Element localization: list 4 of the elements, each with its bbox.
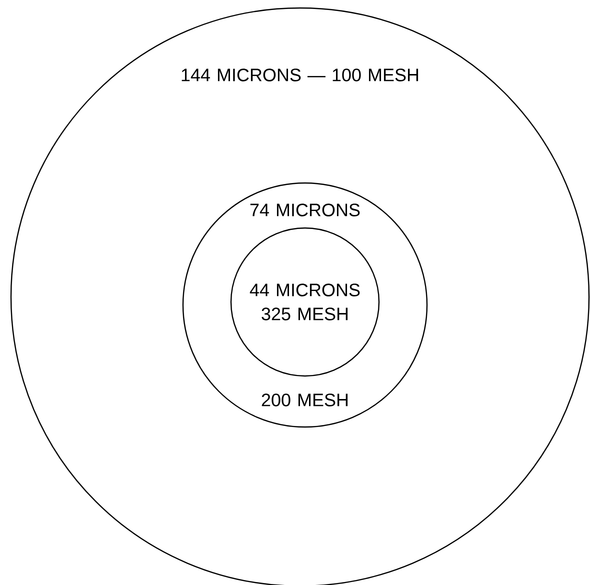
- ring-label: 74 MICRONS: [250, 204, 360, 216]
- ring-label: 144 MICRONS — 100 MESH: [182, 68, 418, 82]
- ring-label: 200 MESH: [262, 394, 348, 406]
- ring-label: 44 MICRONS 325 MESH: [250, 284, 360, 320]
